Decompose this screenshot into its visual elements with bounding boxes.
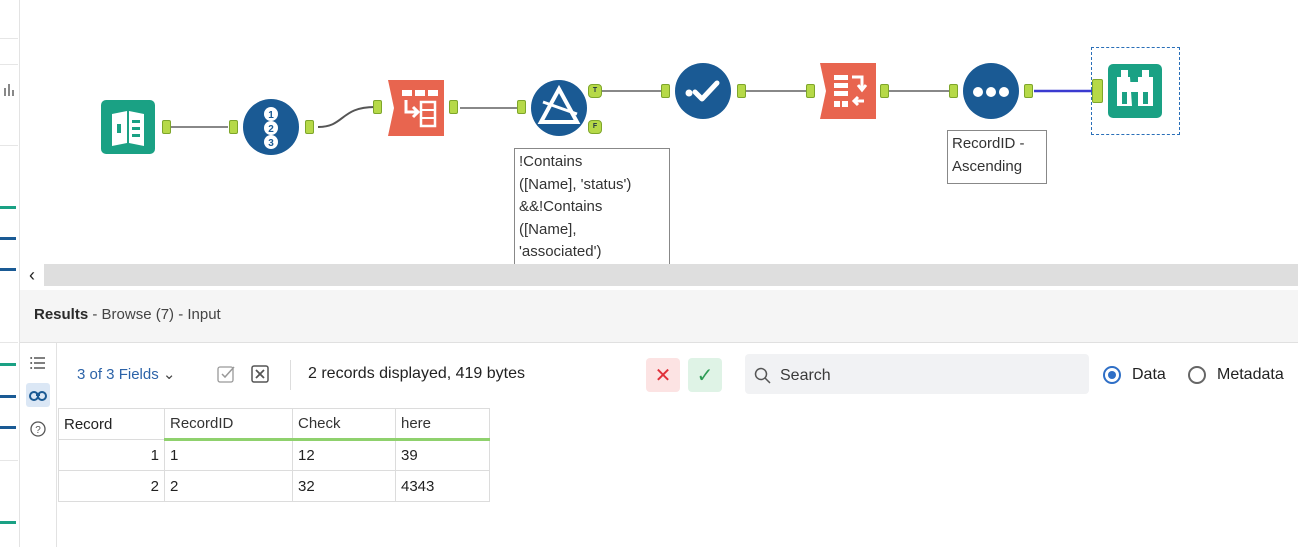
svg-text:3: 3 [268,138,274,149]
strip-marker [0,268,16,271]
strip-divider [0,38,18,39]
connection-lines [171,89,1092,128]
metadata-view-radio[interactable] [1188,366,1206,384]
filter-tool[interactable] [531,80,587,136]
table-cell[interactable]: 2 [164,470,293,502]
input-anchor[interactable] [517,100,526,114]
table-header-row: Record RecordID Check here [58,408,490,441]
input-data-tool[interactable] [101,100,155,154]
transpose-icon [820,63,876,119]
svg-text:2: 2 [268,124,274,135]
table-row[interactable]: 2 2 32 4343 [58,470,490,502]
filter-icon [531,80,587,136]
column-header-check[interactable]: Check [292,408,396,441]
table-cell[interactable]: 39 [395,439,490,471]
table-cell[interactable]: 32 [292,470,396,502]
filter-false-anchor[interactable]: F [588,120,602,134]
search-placeholder: Search [780,367,831,384]
strip-marker [0,206,16,209]
check-icon [675,63,731,119]
search-icon [754,367,772,390]
input-anchor[interactable] [661,84,670,98]
input-anchor[interactable] [949,84,958,98]
results-title-context: - Browse (7) - Input [88,306,221,323]
fields-dropdown[interactable]: 3 of 3 Fields ⌄ [77,365,175,383]
svg-text:1: 1 [268,110,274,121]
records-info: 2 records displayed, 419 bytes [308,365,526,382]
table-cell[interactable]: 2 [58,470,165,502]
strip-divider [0,460,18,461]
table-cell[interactable]: 4343 [395,470,490,502]
checkmark-tool[interactable] [675,63,731,119]
workflow-canvas[interactable]: 1 2 3 T F !Contains ([Name], 'status') [0,0,1298,264]
canvas-horizontal-scrollbar[interactable] [20,264,1298,286]
results-table: Record RecordID Check here 1 1 12 39 2 2… [58,408,490,502]
table-row[interactable]: 1 1 12 39 [58,439,490,471]
select-icon [388,80,444,136]
bar-chart-icon [4,84,14,96]
help-icon[interactable]: ? [26,417,50,441]
list-icon[interactable] [26,351,50,375]
apply-filter-button[interactable]: ✓ [688,358,722,392]
output-anchor[interactable] [880,84,889,98]
search-input[interactable] [745,354,1089,394]
binoculars-icon [1108,64,1162,118]
strip-marker [0,363,16,366]
strip-divider [0,64,18,65]
column-header-recordid[interactable]: RecordID [164,408,293,441]
strip-marker [0,237,16,240]
fields-dropdown-label: 3 of 3 Fields [77,366,159,383]
strip-divider [0,342,18,343]
table-cell[interactable]: 1 [58,439,165,471]
scroll-left-arrow-icon[interactable]: ‹ [20,264,44,286]
strip-marker [0,395,16,398]
results-title: Results - Browse (7) - Input [34,306,221,323]
book-icon [101,100,155,154]
strip-marker [0,426,16,429]
checkbox-icon[interactable] [217,364,237,389]
deselect-icon[interactable] [251,365,271,390]
filter-true-anchor[interactable]: T [588,84,602,98]
input-anchor[interactable] [373,100,382,114]
select-tool[interactable] [388,80,444,136]
table-cell[interactable]: 1 [164,439,293,471]
output-anchor[interactable] [162,120,171,134]
output-anchor[interactable] [737,84,746,98]
column-header-record[interactable]: Record [58,408,165,440]
input-anchor[interactable] [229,120,238,134]
binoculars-icon[interactable] [26,383,50,407]
toolbar-separator [290,360,291,390]
chevron-down-icon: ⌄ [162,366,176,383]
data-view-label: Data [1132,366,1166,383]
sort-tool[interactable] [963,63,1019,119]
input-anchor[interactable] [1092,79,1103,103]
strip-divider [0,145,18,146]
filter-annotation: !Contains ([Name], 'status') &&!Contains… [514,148,670,264]
data-view-radio[interactable] [1103,366,1121,384]
column-header-here[interactable]: here [395,408,490,441]
left-tool-strip [0,0,20,547]
output-anchor[interactable] [1024,84,1033,98]
close-icon: ✕ [654,364,672,387]
output-anchor[interactable] [305,120,314,134]
strip-marker [0,521,16,524]
clear-filter-button[interactable]: ✕ [646,358,680,392]
sort-annotation: RecordID - Ascending [947,130,1047,184]
dots-icon [963,63,1019,119]
table-cell[interactable]: 12 [292,439,396,471]
browse-tool-selection[interactable] [1091,47,1180,135]
results-header [20,290,1298,343]
output-anchor[interactable] [449,100,458,114]
results-title-bold: Results [34,306,89,323]
check-icon: ✓ [696,364,714,387]
record-id-tool[interactable]: 1 2 3 [243,99,299,155]
svg-text:?: ? [35,425,41,436]
transpose-tool[interactable] [820,63,876,119]
input-anchor[interactable] [806,84,815,98]
metadata-view-label: Metadata [1217,366,1284,383]
numbered-list-icon: 1 2 3 [243,99,299,155]
results-side-toolbar [20,343,57,547]
